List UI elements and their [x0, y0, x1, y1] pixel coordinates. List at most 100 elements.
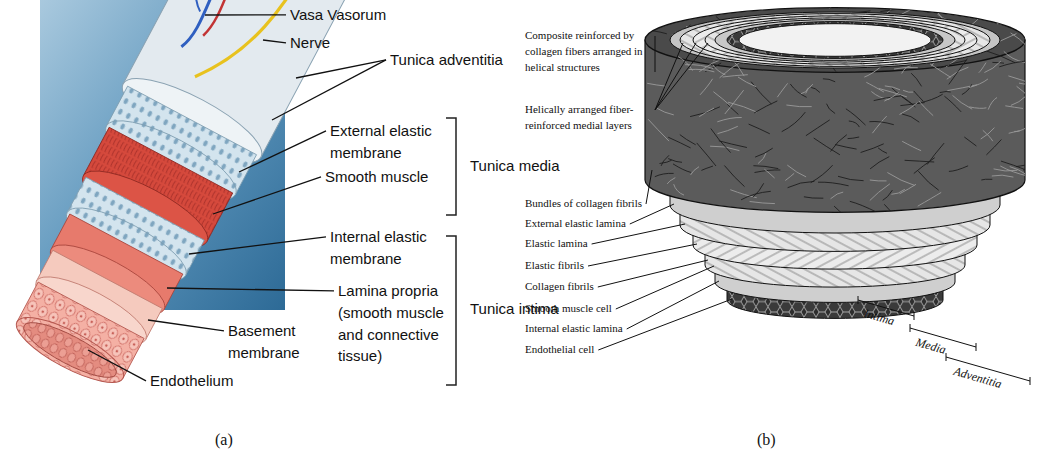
leader-line — [189, 237, 326, 254]
collagen-fiber — [713, 65, 726, 75]
collagen-fiber — [884, 204, 904, 223]
collagen-fiber — [788, 181, 815, 187]
collagen-fiber — [754, 101, 777, 113]
part-label: Collagen fibrils — [525, 279, 594, 295]
collagen-fiber — [861, 144, 884, 153]
collagen-fiber — [988, 98, 997, 110]
collagen-fiber — [738, 77, 756, 87]
leader-line — [655, 43, 708, 110]
collagen-fiber — [758, 153, 766, 163]
collagen-fiber — [1005, 106, 1023, 109]
collagen-fiber — [919, 101, 933, 116]
collagen-fiber — [878, 148, 887, 153]
collagen-fiber — [673, 164, 691, 173]
collagen-fiber — [656, 108, 673, 115]
collagen-fiber — [962, 84, 972, 94]
collagen-fiber — [879, 88, 907, 97]
bracket — [446, 118, 456, 215]
collagen-fiber — [785, 173, 794, 180]
part-label: Smooth muscle — [325, 166, 428, 188]
collagen-fiber — [830, 0, 849, 8]
part-label: Composite reinforced by collagen fibers … — [525, 28, 651, 76]
collagen-fiber — [823, 79, 835, 82]
collagen-fiber — [870, 184, 890, 201]
collagen-fiber — [648, 119, 669, 141]
collagen-fiber — [835, 145, 857, 150]
collagen-fiber — [999, 61, 1030, 67]
leader-line — [88, 350, 146, 381]
part-label: Tunica adventitia — [390, 49, 503, 71]
collagen-fiber — [753, 183, 764, 197]
collagen-fiber — [880, 9, 906, 12]
leader-line — [655, 43, 696, 110]
artery-wall-model — [645, 0, 1042, 318]
collagen-fiber — [914, 158, 935, 174]
collagen-fiber — [728, 102, 757, 112]
collagen-fiber — [827, 104, 836, 114]
collagen-fiber — [918, 171, 938, 190]
collagen-fiber — [790, 84, 806, 97]
collagen-fiber — [1023, 162, 1042, 170]
collagen-fiber — [1019, 82, 1035, 84]
collagen-fiber — [725, 90, 744, 114]
collagen-fiber — [1008, 76, 1037, 87]
collagen-fiber — [701, 166, 713, 170]
collagen-fiber — [870, 180, 887, 182]
collagen-fiber — [753, 166, 778, 169]
collagen-fiber — [872, 116, 886, 133]
part-label: Endothelium — [150, 370, 233, 392]
collagen-fiber — [914, 91, 924, 101]
collagen-fiber — [691, 167, 699, 175]
collagen-fiber — [900, 184, 916, 194]
collagen-fiber — [1004, 51, 1025, 62]
bracket — [446, 236, 456, 385]
collagen-fiber — [717, 117, 741, 121]
collagen-fiber — [741, 191, 771, 200]
collagen-fiber — [751, 82, 771, 104]
part-label: Lamina propria (smooth muscle and connec… — [338, 280, 450, 367]
collagen-fiber — [1017, 86, 1029, 97]
collagen-fiber — [1021, 177, 1039, 202]
collagen-fiber — [730, 190, 756, 198]
collagen-fiber — [772, 5, 784, 10]
collagen-fiber — [1016, 14, 1034, 21]
collagen-fiber — [647, 83, 665, 86]
collagen-fiber — [918, 192, 942, 206]
leader-line — [148, 320, 224, 331]
part-label: Internal elastic membrane — [330, 226, 452, 270]
collagen-fiber — [674, 184, 684, 195]
collagen-fiber — [984, 61, 1001, 73]
panel-caption: (b) — [757, 430, 776, 449]
collagen-fiber — [749, 124, 770, 134]
collagen-fiber — [864, 67, 881, 77]
collagen-fiber — [806, 84, 813, 93]
collagen-fiber — [750, 202, 775, 204]
collagen-fiber — [911, 73, 921, 86]
collagen-fiber — [782, 112, 806, 132]
collagen-fiber — [831, 135, 847, 152]
collagen-fiber — [927, 10, 957, 12]
collagen-fiber — [949, 59, 968, 85]
collagen-fiber — [723, 75, 748, 77]
collagen-fiber — [944, 96, 961, 112]
collagen-fiber — [838, 176, 864, 180]
leader-line — [598, 260, 708, 287]
collagen-fiber — [850, 201, 877, 212]
dimension-mark — [858, 296, 1030, 385]
collagen-fiber — [986, 140, 1001, 155]
part-label: Vasa Vasorum — [290, 4, 386, 26]
part-label: Elastic lamina — [525, 236, 588, 252]
collagen-fiber — [848, 137, 860, 139]
part-label: Endothelial cell — [525, 342, 594, 358]
collagen-fiber — [884, 93, 899, 102]
part-label: Nerve — [290, 32, 330, 54]
part-label: Bundles of collagen fibrils — [525, 196, 642, 212]
layer-name: Media — [914, 335, 947, 357]
collagen-fiber — [786, 105, 811, 107]
collagen-fiber — [969, 107, 986, 108]
collagen-fiber — [997, 20, 1019, 23]
collagen-fiber — [1011, 96, 1027, 106]
collagen-fiber — [866, 82, 884, 92]
